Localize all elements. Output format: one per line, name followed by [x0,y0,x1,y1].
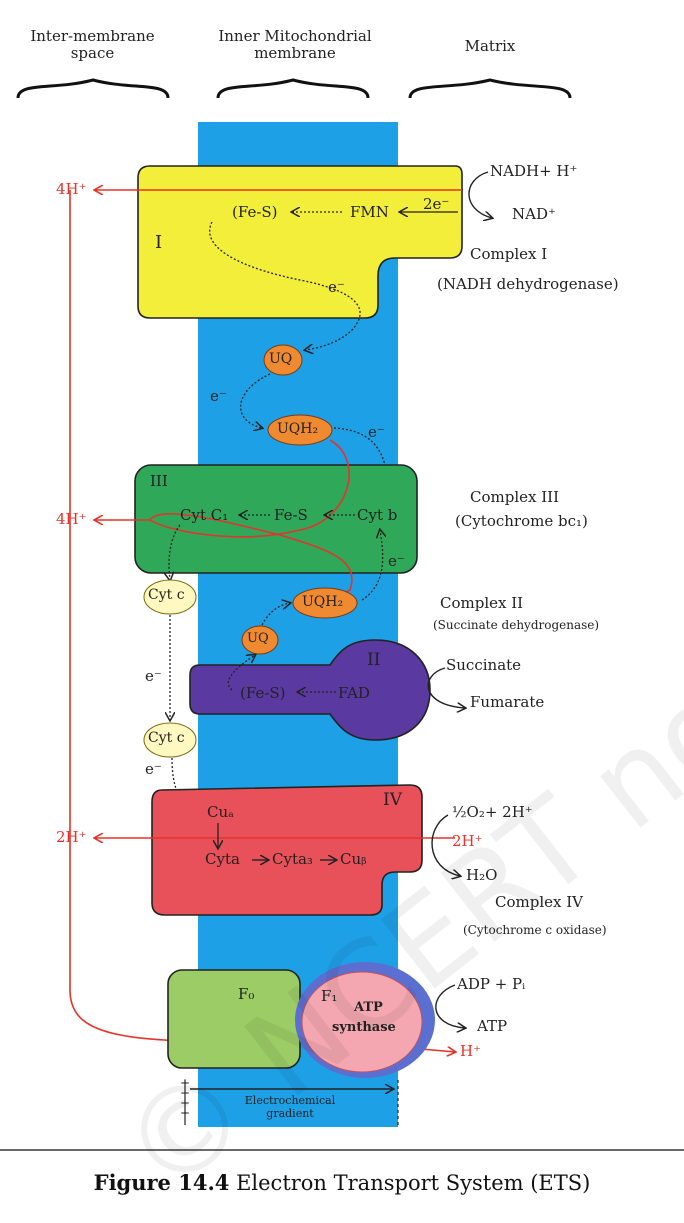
synthase-label-2: synthase [332,1020,396,1035]
cyta3-label: Cyta₃ [272,850,313,868]
nadh-to-nad-arrow [468,171,492,218]
atp-label: ATP [477,1017,508,1035]
gradient-label: Electrochemical gradient [244,1094,336,1120]
complex4-roman: IV [383,790,402,810]
complex3-e: e⁻ [388,552,405,570]
gradient-plus-signs: + + + + [180,1076,191,1120]
cytb-label: Cyt b [357,506,398,524]
nad-label: NAD⁺ [512,205,556,223]
complex1-e: e⁻ [328,278,345,296]
cytc-carrier-1 [143,579,197,615]
complex2-shape [189,639,431,741]
uq-carrier-1 [263,344,303,376]
caption-label: Figure 14.4 [93,1170,230,1195]
water-label: H₂O [466,866,498,884]
cyta-label: Cyta [205,850,240,868]
complex1-fmn: FMN [350,203,389,221]
complex1-shape [137,165,463,319]
complex2-fes: (Fe-S) [240,684,286,702]
complex1-roman: I [155,232,163,253]
brace-matrix [408,78,572,99]
fo-label: F₀ [238,985,255,1003]
uqh2-label-1: UQH₂ [277,421,319,437]
complex1-electron-path [209,221,361,350]
complex4-proton-in-label: 2H⁺ [452,832,483,850]
oxygen-to-water-arrow [431,814,460,876]
f1-subunit [301,971,423,1073]
brace-intermembrane [16,78,170,99]
header-inner-membrane: Inner Mitochondrial membrane [218,27,372,62]
uq-label-1: UQ [269,351,293,367]
caption-text: Electron Transport System (ETS) [236,1171,591,1195]
carrier-e-2: e⁻ [368,423,385,441]
cytc-out-e: e⁻ [145,760,162,778]
cytc1-to-cytc-electron [169,524,181,580]
f1-label: F₁ [321,987,338,1005]
complex2-desc: (Succinate dehydrogenase) [433,618,600,632]
uqh2-label-2: UQH₂ [302,594,344,610]
figure-caption: Figure 14.4 Electron Transport System (E… [0,1170,684,1195]
brace-membrane [216,78,370,99]
cua-label: Cuₐ [207,803,234,821]
uqh2b-to-cytb-electron [361,530,383,601]
complex3-roman: III [150,472,168,490]
complex4-name: Complex IV [495,893,583,911]
cytc-carrier-2 [143,722,197,758]
complex3-proton-cycle [148,439,353,601]
uq-to-uqh2-path [261,603,290,626]
uq-label-2: UQ [247,631,269,646]
uq-to-uqh2-electron [239,373,271,428]
cytc-label-1: Cyt c [148,587,185,603]
complex1-fes: (Fe-S) [232,203,278,221]
oxygen-label: ½O₂+ 2H⁺ [452,803,533,821]
complex3-fes: Fe-S [274,506,308,524]
fumarate-label: Fumarate [470,693,545,711]
complex4-desc: (Cytochrome c oxidase) [463,923,607,937]
complex2-fad: FAD [338,684,370,702]
complex1-2e: 2e⁻ [423,195,450,213]
cytc-chain-e: e⁻ [145,667,162,685]
succinate-label: Succinate [446,656,522,674]
uqh2-carrier-2 [292,587,358,619]
cytc1-label: Cyt C₁ [180,506,229,524]
complex3-proton-label: 4H⁺ [56,510,87,528]
header-intermembrane: Inter-membrane space [30,27,155,62]
complex2-roman: II [367,650,381,670]
uqh2-carrier-1 [267,414,333,446]
uq-carrier-2 [241,625,279,655]
fo-subunit [167,969,301,1069]
atp-h-label: H⁺ [460,1042,481,1060]
complex4-shape [151,784,423,916]
complex4-proton-out-label: 2H⁺ [56,828,87,846]
complex3-desc: (Cytochrome bc₁) [455,512,588,530]
adp-to-atp-arrow [435,984,465,1028]
nadh-label: NADH+ H⁺ [490,162,578,180]
carrier-e-1: e⁻ [210,387,227,405]
header-matrix: Matrix [464,37,516,55]
adp-label: ADP + Pᵢ [457,975,526,993]
uqh2-to-cytb-electron [333,427,388,492]
cytc-label-2: Cyt c [148,730,185,746]
complex2-name: Complex II [440,594,524,612]
complex1-name: Complex I [470,245,548,263]
complex1-proton-label: 4H⁺ [56,180,87,198]
synthase-label-1: ATP [354,1000,383,1015]
succinate-to-fumarate-arrow [427,667,465,708]
complex1-desc: (NADH dehydrogenase) [437,275,619,293]
cub-label: Cuᵦ [340,850,367,868]
complex3-name: Complex III [470,488,560,506]
